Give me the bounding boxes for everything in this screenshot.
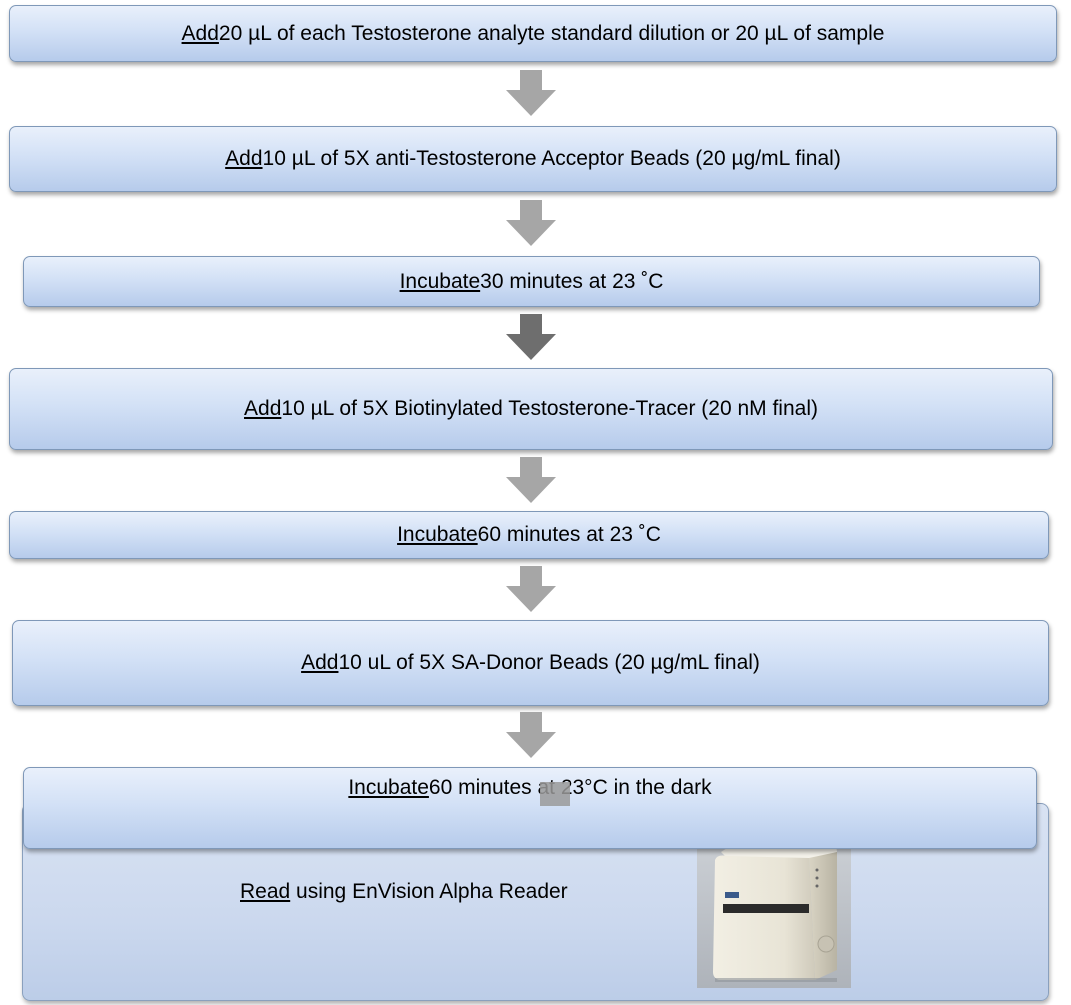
down-arrow-icon xyxy=(506,200,556,246)
step-box-1: Add 20 µL of each Testosterone analyte s… xyxy=(9,5,1057,62)
down-arrow-icon xyxy=(506,457,556,503)
down-arrow-icon xyxy=(506,314,556,360)
step-6-verb: Add xyxy=(301,651,339,674)
step-5-verb: Incubate xyxy=(397,523,478,546)
step-1-verb: Add xyxy=(181,21,219,45)
down-arrow-icon xyxy=(506,712,556,758)
down-arrow-icon xyxy=(506,566,556,612)
down-arrow-icon xyxy=(506,70,556,116)
step-box-7: Incubate 60 minutes at 23°C in the dark xyxy=(23,767,1037,849)
step-3-verb: Incubate xyxy=(399,269,481,293)
step-box-5: Incubate 60 minutes at 23 ˚C xyxy=(9,511,1049,559)
step-box-6: Add 10 uL of 5X SA-Donor Beads (20 µg/mL… xyxy=(12,620,1049,706)
step-7-text: 60 minutes at 23°C in the dark xyxy=(428,776,712,799)
step-2-verb: Add xyxy=(225,147,263,170)
envision-reader-icon xyxy=(697,822,851,988)
step-2-text: 10 µL of 5X anti-Testosterone Acceptor B… xyxy=(262,147,841,170)
read-step-label: Read using EnVision Alpha Reader xyxy=(240,880,568,904)
step-1-text: 20 µL of each Testosterone analyte stand… xyxy=(218,21,885,45)
step-box-2: Add 10 µL of 5X anti-Testosterone Accept… xyxy=(9,126,1057,192)
down-arrow-stub-icon xyxy=(540,782,570,806)
step-6-text: 10 uL of 5X SA-Donor Beads (20 µg/mL fin… xyxy=(338,651,760,674)
read-step-text: using EnVision Alpha Reader xyxy=(290,880,568,903)
step-4-text: 10 µL of 5X Biotinylated Testosterone-Tr… xyxy=(281,397,818,420)
step-4-verb: Add xyxy=(244,397,282,420)
step-box-4: Add 10 µL of 5X Biotinylated Testosteron… xyxy=(9,368,1053,450)
step-box-3: Incubate 30 minutes at 23 ˚C xyxy=(23,256,1040,307)
step-7-verb: Incubate xyxy=(348,776,429,799)
step-5-text: 60 minutes at 23 ˚C xyxy=(477,523,661,546)
read-step-verb: Read xyxy=(240,880,291,903)
step-3-text: 30 minutes at 23 ˚C xyxy=(480,269,664,293)
